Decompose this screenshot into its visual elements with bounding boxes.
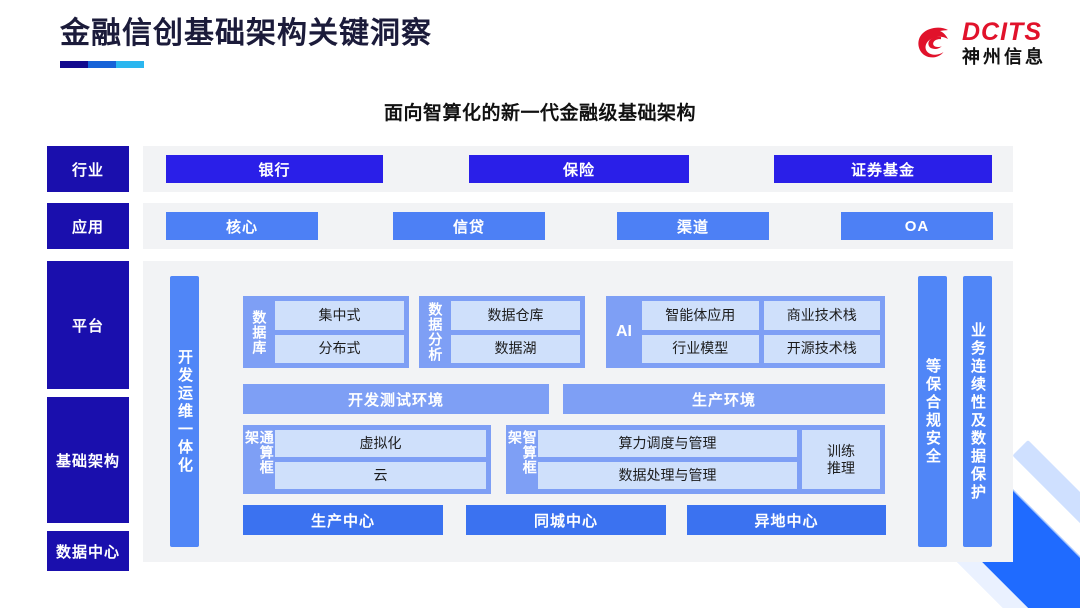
layer-label-application-text: 应用 [71,218,104,236]
datacenter-chip-remote[interactable]: 异地中心 [687,505,886,535]
group-database-label: 数据库 [251,309,268,355]
group-ai-row-1: 智能体应用 商业技术栈 [642,301,880,330]
environment-bar-dev-test[interactable]: 开发测试环境 [243,384,549,414]
diagonal-band-5 [1012,440,1080,608]
group-ai-row-2: 行业模型 开源技术栈 [642,334,880,363]
ai-item-opensource-stack[interactable]: 开源技术栈 [763,334,880,363]
application-chip-core[interactable]: 核心 [166,212,318,240]
datacenter-chip-same-city-label: 同城中心 [533,512,598,530]
application-chip-channel[interactable]: 渠道 [617,212,769,240]
datacenter-chip-same-city[interactable]: 同城中心 [466,505,666,535]
layer-label-platform-text: 平台 [71,317,104,335]
group-general-compute-framework: 通算框架 虚拟化 云 [243,425,491,494]
diagram-subtitle: 面向智算化的新一代金融级基础架构 [383,103,696,124]
logo-english-name: DCITS [962,18,1042,46]
layer-label-platform: 平台 [47,261,129,389]
industry-chip-insurance[interactable]: 保险 [469,155,689,183]
brand-logo: DCITS 神州信息 [915,20,1046,66]
title-underline-rule [60,61,144,68]
layer-label-industry-text: 行业 [71,161,104,179]
group-ai-compute-items: 算力调度与管理 数据处理与管理 [538,430,797,489]
rail-devops-integration[interactable]: 开发运维一体化 [170,276,199,547]
datacenter-chip-remote-label: 异地中心 [754,512,819,530]
rule-segment-2 [88,61,116,68]
group-ai-compute-framework: 智算框架 算力调度与管理 数据处理与管理 训练 推理 [506,425,885,494]
environment-bar-dev-test-label: 开发测试环境 [347,391,444,409]
rail-business-continuity-label: 业务连续性及数据保护 [969,321,986,502]
database-item-distributed[interactable]: 分布式 [275,334,404,363]
logo-chinese-name: 神州信息 [962,47,1046,67]
layer-label-datacenter-text: 数据中心 [55,543,120,561]
industry-chip-insurance-label: 保险 [562,161,595,179]
group-general-compute-items: 虚拟化 云 [275,430,486,489]
group-ai: AI 智能体应用 商业技术栈 行业模型 开源技术栈 [606,296,885,368]
application-chip-oa-label: OA [904,217,930,235]
group-data-analytics-label: 数据分析 [427,302,444,362]
group-database-items: 集中式 分布式 [275,301,404,363]
general-compute-item-virtualization[interactable]: 虚拟化 [275,430,486,457]
industry-chip-securities-fund[interactable]: 证券基金 [774,155,992,183]
rail-compliance-security[interactable]: 等保合规安全 [918,276,947,547]
datacenter-chip-production-label: 生产中心 [310,512,375,530]
ai-item-agent-application[interactable]: 智能体应用 [642,301,759,330]
analytics-item-data-warehouse[interactable]: 数据仓库 [451,301,580,330]
application-chip-credit[interactable]: 信贷 [393,212,545,240]
group-data-analytics-items: 数据仓库 数据湖 [451,301,580,363]
group-data-analytics: 数据分析 数据仓库 数据湖 [419,296,585,368]
group-ai-label: AI [616,323,632,340]
rail-devops-integration-label: 开发运维一体化 [176,348,193,475]
application-chip-channel-label: 渠道 [676,218,709,236]
rail-business-continuity[interactable]: 业务连续性及数据保护 [963,276,992,547]
ai-item-industry-model[interactable]: 行业模型 [642,334,759,363]
layer-label-infrastructure-text: 基础架构 [55,452,120,470]
industry-chip-bank[interactable]: 银行 [166,155,383,183]
group-ai-items: 智能体应用 商业技术栈 行业模型 开源技术栈 [642,301,880,363]
rail-compliance-security-label: 等保合规安全 [924,357,941,466]
datacenter-chip-production[interactable]: 生产中心 [243,505,443,535]
database-item-centralized[interactable]: 集中式 [275,301,404,330]
dcits-swirl-icon [918,27,948,58]
page-title: 金融信创基础架构关键洞察 [60,17,432,50]
group-ai-compute-label: 智算框架 [507,430,538,475]
layer-label-application: 应用 [47,203,129,249]
ai-item-commercial-stack[interactable]: 商业技术栈 [763,301,880,330]
environment-bar-production[interactable]: 生产环境 [563,384,885,414]
application-chip-core-label: 核心 [225,218,258,236]
environment-bar-production-label: 生产环境 [691,391,756,409]
layer-label-datacenter: 数据中心 [47,531,129,571]
ai-compute-item-power-scheduling[interactable]: 算力调度与管理 [538,430,797,457]
rule-segment-1 [60,61,88,68]
layer-label-industry: 行业 [47,146,129,192]
ai-compute-item-data-processing[interactable]: 数据处理与管理 [538,462,797,489]
logo-text-block: DCITS 神州信息 [962,18,1046,67]
group-database: 数据库 集中式 分布式 [243,296,409,368]
general-compute-item-cloud[interactable]: 云 [275,462,486,489]
industry-chip-bank-label: 银行 [258,161,291,179]
application-chip-oa[interactable]: OA [841,212,993,240]
application-chip-credit-label: 信贷 [452,218,485,236]
rule-segment-3 [116,61,144,68]
analytics-item-data-lake[interactable]: 数据湖 [451,334,580,363]
page-header: 金融信创基础架构关键洞察 [60,16,432,68]
ai-compute-item-training-inference[interactable]: 训练 推理 [802,430,880,489]
group-general-compute-label: 通算框架 [244,430,275,475]
layer-label-infrastructure: 基础架构 [47,397,129,523]
industry-chip-securities-fund-label: 证券基金 [850,161,915,179]
